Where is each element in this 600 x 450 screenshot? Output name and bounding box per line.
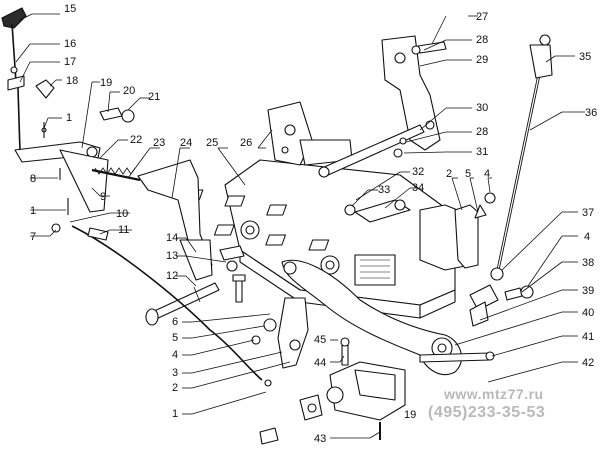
callout-23: 23 xyxy=(153,137,165,149)
callout-32: 32 xyxy=(412,166,424,178)
bracket-29 xyxy=(381,35,441,151)
leader-lines xyxy=(15,13,585,439)
callout-22: 22 xyxy=(130,134,142,146)
callout-30: 30 xyxy=(476,102,488,114)
callout-12: 12 xyxy=(166,270,178,282)
callout-39: 39 xyxy=(582,285,594,297)
pin-12 xyxy=(145,282,220,326)
callout-1-c: 1 xyxy=(172,408,178,420)
callout-15: 15 xyxy=(64,3,76,15)
callout-labels: 15 16 17 18 19 20 21 1 22 23 24 25 26 27… xyxy=(30,3,597,445)
callout-17: 17 xyxy=(64,56,76,68)
callout-16: 16 xyxy=(64,38,76,50)
callout-45: 45 xyxy=(314,334,326,346)
bolt-housing-left xyxy=(232,274,246,303)
callout-37: 37 xyxy=(582,207,594,219)
housing-frame xyxy=(184,159,471,319)
bracket-26 xyxy=(267,101,353,166)
callout-29: 29 xyxy=(476,54,488,66)
watermark-phone: (495)233-35-53 xyxy=(428,404,546,421)
callout-1-b: 1 xyxy=(30,205,36,217)
callout-5-a: 5 xyxy=(465,168,471,180)
lever-assembly-left xyxy=(1,7,245,281)
rod-36 xyxy=(490,34,553,281)
callout-28-a: 28 xyxy=(476,34,488,46)
callout-19: 19 xyxy=(100,77,112,89)
callout-18: 18 xyxy=(66,75,78,87)
callout-2-a: 2 xyxy=(446,168,452,180)
callout-40: 40 xyxy=(582,307,594,319)
bottom-housing xyxy=(259,361,406,445)
callout-33: 33 xyxy=(378,184,390,196)
yoke-upper-right xyxy=(454,192,496,269)
callout-10: 10 xyxy=(116,208,128,220)
callout-2-b: 2 xyxy=(172,382,178,394)
bolt-27 xyxy=(411,41,447,55)
callout-38: 38 xyxy=(582,257,594,269)
fittings-37-39 xyxy=(469,284,534,327)
callout-19-b: 19 xyxy=(404,409,416,421)
callout-31: 31 xyxy=(476,146,488,158)
link-34 xyxy=(344,199,411,223)
callout-3: 3 xyxy=(172,367,178,379)
callout-41: 41 xyxy=(582,331,594,343)
callout-24: 24 xyxy=(180,137,192,149)
callout-1-a: 1 xyxy=(66,112,72,124)
callout-7: 7 xyxy=(30,231,36,243)
callout-9: 9 xyxy=(100,191,106,203)
callout-27: 27 xyxy=(476,11,488,23)
lift-arm-40 xyxy=(281,259,463,376)
callout-28-b: 28 xyxy=(476,126,488,138)
callout-13: 13 xyxy=(166,250,178,262)
callout-26: 26 xyxy=(240,137,252,149)
callout-5-b: 5 xyxy=(172,332,178,344)
callout-35: 35 xyxy=(579,51,591,63)
watermark-site: www.mtz77.ru xyxy=(444,386,544,402)
callout-14: 14 xyxy=(166,232,178,244)
callout-4-b: 4 xyxy=(172,349,178,361)
callout-36: 36 xyxy=(585,107,597,119)
fork-left-lower xyxy=(251,297,309,369)
callout-6: 6 xyxy=(172,316,178,328)
callout-4-c: 4 xyxy=(584,231,590,243)
callout-21: 21 xyxy=(148,91,160,103)
callout-42: 42 xyxy=(582,357,594,369)
callout-34: 34 xyxy=(412,182,424,194)
callout-4-a: 4 xyxy=(484,168,490,180)
pin-41 xyxy=(419,351,495,363)
bolt-31 xyxy=(393,137,407,158)
rod-lower-left xyxy=(71,225,272,387)
bolt-44 xyxy=(340,337,350,366)
shaft-30 xyxy=(318,124,425,178)
callout-25: 25 xyxy=(206,137,218,149)
callout-8: 8 xyxy=(30,173,36,185)
callout-20: 20 xyxy=(123,85,135,97)
callout-11: 11 xyxy=(118,224,129,236)
callout-44: 44 xyxy=(314,357,326,369)
callout-43: 43 xyxy=(314,433,326,445)
